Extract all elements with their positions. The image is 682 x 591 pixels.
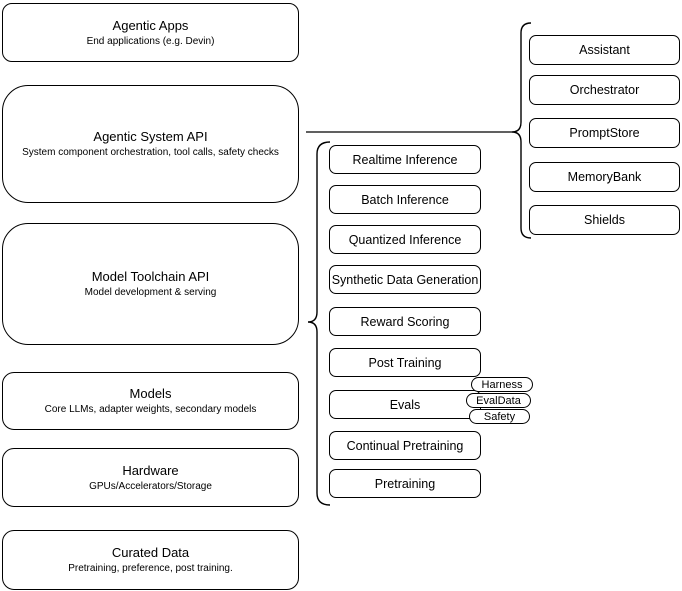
toolchain-item-reward-scoring: Reward Scoring (329, 307, 481, 336)
toolchain-item-evals: Evals (329, 390, 481, 419)
box-title: Curated Data (111, 545, 190, 560)
toolchain-item-realtime-inference: Realtime Inference (329, 145, 481, 174)
eval-tag-harness: Harness (471, 377, 533, 392)
component-assistant: Assistant (529, 35, 680, 65)
box-subtitle: End applications (e.g. Devin) (86, 35, 215, 47)
toolchain-item-batch-inference: Batch Inference (329, 185, 481, 214)
box-subtitle: GPUs/Accelerators/Storage (89, 480, 212, 492)
toolchain-item-post-training: Post Training (329, 348, 481, 377)
box-subtitle: Core LLMs, adapter weights, secondary mo… (44, 404, 257, 415)
box-model-toolchain-api: Model Toolchain API Model development & … (2, 223, 299, 345)
box-title: Models (129, 386, 172, 401)
toolchain-item-quantized-inference: Quantized Inference (329, 225, 481, 254)
box-curated-data: Curated Data Pretraining, preference, po… (2, 530, 299, 590)
box-subtitle: System component orchestration, tool cal… (22, 147, 279, 158)
box-title: Agentic System API (93, 129, 208, 144)
box-models: Models Core LLMs, adapter weights, secon… (2, 372, 299, 430)
box-hardware: Hardware GPUs/Accelerators/Storage (2, 448, 299, 507)
component-orchestrator: Orchestrator (529, 75, 680, 105)
box-agentic-apps: Agentic Apps End applications (e.g. Devi… (2, 3, 299, 62)
toolchain-item-pretraining: Pretraining (329, 469, 481, 498)
brace-toolchain-group (307, 141, 331, 506)
eval-tag-safety: Safety (469, 409, 530, 424)
component-promptstore: PromptStore (529, 118, 680, 148)
toolchain-item-synthetic-data-generation: Synthetic Data Generation (329, 265, 481, 294)
toolchain-item-continual-pretraining: Continual Pretraining (329, 431, 481, 460)
box-agentic-system-api: Agentic System API System component orch… (2, 85, 299, 203)
eval-tag-evaldata: EvalData (466, 393, 531, 408)
component-shields: Shields (529, 205, 680, 235)
box-title: Hardware (122, 462, 179, 478)
component-memorybank: MemoryBank (529, 162, 680, 192)
box-title: Model Toolchain API (91, 269, 210, 284)
box-title: Agentic Apps (112, 17, 189, 33)
box-subtitle: Pretraining, preference, post training. (68, 563, 233, 574)
box-subtitle: Model development & serving (84, 287, 217, 298)
